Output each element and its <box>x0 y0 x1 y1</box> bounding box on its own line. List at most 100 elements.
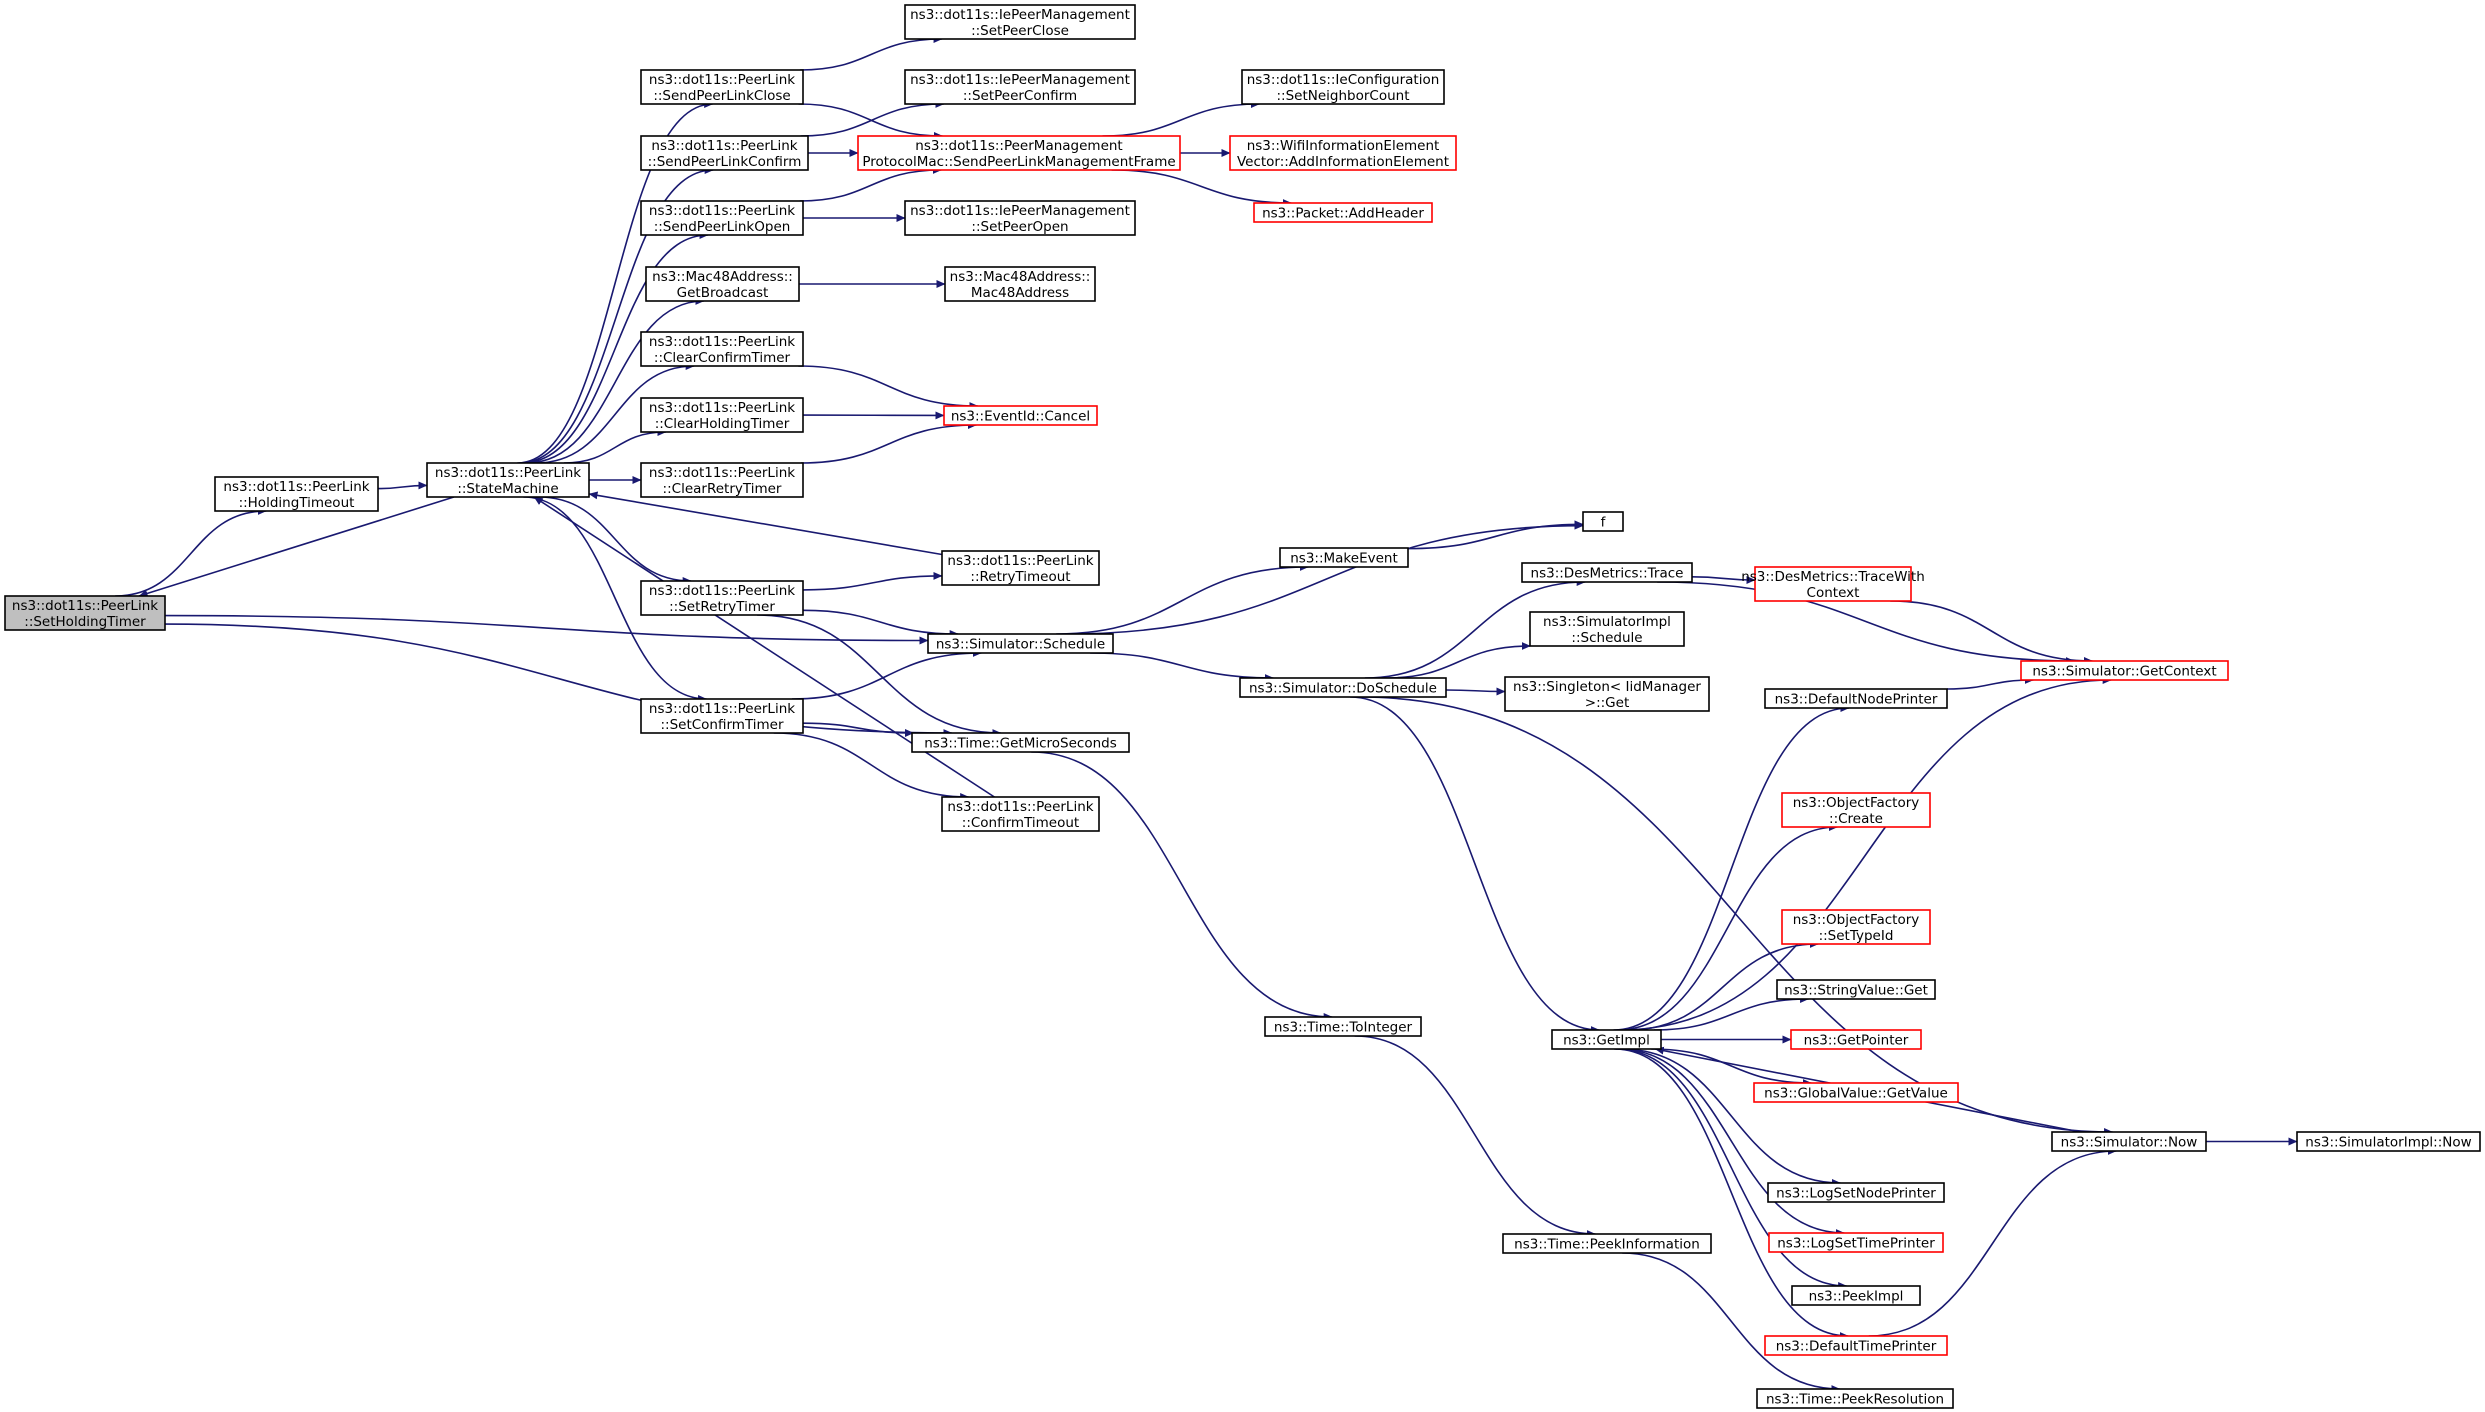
node-sendpeerlinkopen[interactable]: ns3::dot11s::PeerLink::SendPeerLinkOpen <box>640 200 804 236</box>
node-sendpeerlinkconfirm[interactable]: ns3::dot11s::PeerLink::SendPeerLinkConfi… <box>640 135 809 171</box>
node-label-setholdingtimer-1: ::SetHoldingTimer <box>24 614 146 630</box>
edge-getimpl-to-stringvalueget <box>1653 995 1810 1031</box>
node-box-getcontext <box>2020 660 2229 681</box>
node-box-getpointer <box>1790 1029 1922 1050</box>
node-setconfirmtimer[interactable]: ns3::dot11s::PeerLink::SetConfirmTimer <box>640 698 804 734</box>
node-box-sendpeerlinkopen <box>640 200 804 236</box>
node-box-addinformationelement <box>1229 135 1457 171</box>
node-clearconfirmtimer[interactable]: ns3::dot11s::PeerLink::ClearConfirmTimer <box>640 331 804 367</box>
node-singletonget[interactable]: ns3::Singleton< IidManager>::Get <box>1504 676 1710 712</box>
node-confirmtimeout[interactable]: ns3::dot11s::PeerLink::ConfirmTimeout <box>941 796 1100 832</box>
node-clearholdingtimer[interactable]: ns3::dot11s::PeerLink::ClearHoldingTimer <box>640 397 804 433</box>
node-box-singletonget <box>1504 676 1710 712</box>
node-box-simimplnow <box>2296 1131 2481 1152</box>
edge-getimpl-to-objfactorycreate <box>1616 823 1838 1031</box>
node-box-desmetricstrace <box>1521 562 1693 583</box>
node-label-globalvaluegetvalue-0: ns3::GlobalValue::GetValue <box>1764 1086 1948 1102</box>
node-logsettimeprinter[interactable]: ns3::LogSetTimePrinter <box>1768 1232 1944 1253</box>
node-f[interactable]: f <box>1582 511 1624 532</box>
node-peekinformation[interactable]: ns3::Time::PeekInformation <box>1502 1233 1712 1254</box>
node-label-simimplschedule-0: ns3::SimulatorImpl <box>1543 614 1671 630</box>
node-getbroadcast[interactable]: ns3::Mac48Address::GetBroadcast <box>645 266 800 302</box>
node-mac48address[interactable]: ns3::Mac48Address::Mac48Address <box>944 266 1096 302</box>
edge-setholdingtimer-to-getmicroseconds <box>164 623 953 737</box>
node-box-eventidcancel <box>943 405 1098 426</box>
node-holdingtimeout[interactable]: ns3::dot11s::PeerLink::HoldingTimeout <box>214 476 379 512</box>
node-simulatornow[interactable]: ns3::Simulator::Now <box>2051 1131 2207 1152</box>
node-logsetnodeprinter[interactable]: ns3::LogSetNodePrinter <box>1767 1182 1945 1203</box>
edge-peekinformation-to-peekresolution <box>1622 1252 1841 1393</box>
node-peekresolution[interactable]: ns3::Time::PeekResolution <box>1756 1388 1954 1409</box>
node-setholdingtimer[interactable]: ns3::dot11s::PeerLink::SetHoldingTimer <box>4 595 166 631</box>
node-desmetricstrace[interactable]: ns3::DesMetrics::Trace <box>1521 562 1693 583</box>
node-label-clearretrytimer-0: ns3::dot11s::PeerLink <box>649 465 795 481</box>
node-box-sendpeerlinkconfirm <box>640 135 809 171</box>
node-box-retrytimeout <box>941 550 1100 586</box>
node-label-setpeerclose-1: ::SetPeerClose <box>971 23 1069 39</box>
node-setpeeropen[interactable]: ns3::dot11s::IePeerManagement::SetPeerOp… <box>904 200 1136 236</box>
node-packetaddheader[interactable]: ns3::Packet::AddHeader <box>1253 202 1433 223</box>
node-sendpeerlinkmgmtframe[interactable]: ns3::dot11s::PeerManagementProtocolMac::… <box>857 135 1181 171</box>
node-retrytimeout[interactable]: ns3::dot11s::PeerLink::RetryTimeout <box>941 550 1100 586</box>
node-box-tointeger <box>1264 1016 1422 1037</box>
edge-setretrytimer-to-getmicroseconds <box>757 614 1002 737</box>
node-setneighborcount[interactable]: ns3::dot11s::IeConfiguration::SetNeighbo… <box>1241 69 1445 105</box>
node-eventidcancel[interactable]: ns3::EventId::Cancel <box>943 405 1098 426</box>
node-box-simulatornow <box>2051 1131 2207 1152</box>
node-doschedule[interactable]: ns3::Simulator::DoSchedule <box>1239 677 1447 698</box>
node-setpeerclose[interactable]: ns3::dot11s::IePeerManagement::SetPeerCl… <box>904 4 1136 40</box>
node-getpointer[interactable]: ns3::GetPointer <box>1790 1029 1922 1050</box>
node-objfactorycreate[interactable]: ns3::ObjectFactory::Create <box>1781 792 1931 828</box>
node-defaultnodeprinter[interactable]: ns3::DefaultNodePrinter <box>1764 688 1948 709</box>
node-statemachine[interactable]: ns3::dot11s::PeerLink::StateMachine <box>426 462 590 498</box>
node-sendpeerlinkclose[interactable]: ns3::dot11s::PeerLink::SendPeerLinkClose <box>640 69 804 105</box>
node-objfactorysettypeid[interactable]: ns3::ObjectFactory::SetTypeId <box>1781 909 1931 945</box>
node-label-singletonget-0: ns3::Singleton< IidManager <box>1513 679 1701 695</box>
node-label-holdingtimeout-0: ns3::dot11s::PeerLink <box>223 479 369 495</box>
node-getcontext[interactable]: ns3::Simulator::GetContext <box>2020 660 2229 681</box>
node-addinformationelement[interactable]: ns3::WifiInformationElementVector::AddIn… <box>1229 135 1457 171</box>
edge-getimpl-to-logsetnodeprinter <box>1621 1048 1841 1187</box>
node-getimpl[interactable]: ns3::GetImpl <box>1551 1029 1662 1050</box>
node-globalvaluegetvalue[interactable]: ns3::GlobalValue::GetValue <box>1753 1082 1959 1103</box>
node-box-clearconfirmtimer <box>640 331 804 367</box>
node-label-simulatornow-0: ns3::Simulator::Now <box>2061 1135 2198 1151</box>
node-makeevent[interactable]: ns3::MakeEvent <box>1279 547 1409 568</box>
node-setretrytimer[interactable]: ns3::dot11s::PeerLink::SetRetryTimer <box>640 580 804 616</box>
node-stringvalueget[interactable]: ns3::StringValue::Get <box>1776 979 1936 1000</box>
node-label-f-0: f <box>1601 515 1607 531</box>
edge-setretrytimer-to-simulatorschedule <box>802 609 959 638</box>
node-peekimpl[interactable]: ns3::PeekImpl <box>1791 1285 1921 1306</box>
node-label-stringvalueget-0: ns3::StringValue::Get <box>1784 983 1928 999</box>
edge-doschedule-to-simulatornow <box>1359 696 2114 1136</box>
node-simulatorschedule[interactable]: ns3::Simulator::Schedule <box>927 633 1114 654</box>
node-setpeerconfirm[interactable]: ns3::dot11s::IePeerManagement::SetPeerCo… <box>904 69 1136 105</box>
node-label-confirmtimeout-1: ::ConfirmTimeout <box>962 815 1079 831</box>
node-label-setpeeropen-1: ::SetPeerOpen <box>971 219 1068 235</box>
node-box-f <box>1582 511 1624 532</box>
node-box-clearholdingtimer <box>640 397 804 433</box>
node-label-setconfirmtimer-0: ns3::dot11s::PeerLink <box>649 701 795 717</box>
node-label-holdingtimeout-1: ::HoldingTimeout <box>239 495 355 511</box>
node-tointeger[interactable]: ns3::Time::ToInteger <box>1264 1016 1422 1037</box>
node-box-stringvalueget <box>1776 979 1936 1000</box>
node-label-getpointer-0: ns3::GetPointer <box>1804 1033 1909 1049</box>
node-box-peekresolution <box>1756 1388 1954 1409</box>
node-getmicroseconds[interactable]: ns3::Time::GetMicroSeconds <box>911 732 1130 753</box>
node-label-setneighborcount-1: ::SetNeighborCount <box>1276 88 1409 104</box>
node-box-peekinformation <box>1502 1233 1712 1254</box>
node-clearretrytimer[interactable]: ns3::dot11s::PeerLink::ClearRetryTimer <box>640 462 804 498</box>
edge-makeevent-to-f <box>1407 520 1584 550</box>
node-defaulttimeprinter[interactable]: ns3::DefaultTimePrinter <box>1764 1335 1948 1356</box>
node-label-addinformationelement-0: ns3::WifiInformationElement <box>1247 138 1440 154</box>
edge-setholdingtimer-to-holdingtimeout <box>115 507 267 597</box>
edge-doschedule-to-singletonget <box>1445 687 1506 696</box>
node-box-setpeerclose <box>904 4 1136 40</box>
edge-setconfirmtimer-to-simulatorschedule <box>791 649 982 700</box>
node-label-getbroadcast-0: ns3::Mac48Address:: <box>652 269 793 285</box>
node-simimplnow[interactable]: ns3::SimulatorImpl::Now <box>2296 1131 2481 1152</box>
edge-getimpl-to-defaultnodeprinter <box>1613 704 1850 1031</box>
node-label-logsetnodeprinter-0: ns3::LogSetNodePrinter <box>1776 1186 1936 1202</box>
node-simimplschedule[interactable]: ns3::SimulatorImpl::Schedule <box>1529 611 1685 647</box>
